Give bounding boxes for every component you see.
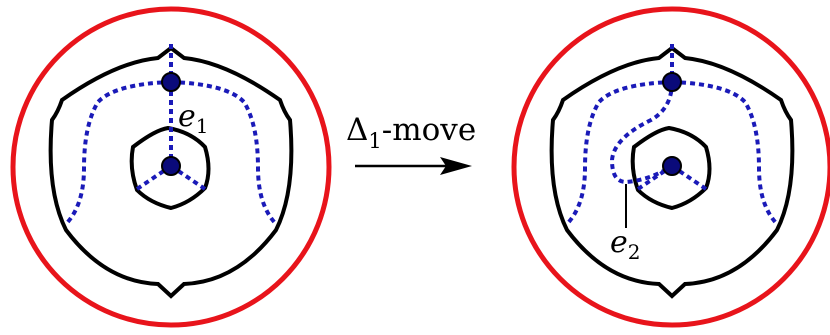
left-edge-label: e1 [178,99,209,138]
left-edge-arc-left [64,80,172,226]
right-shield-boundary [549,45,795,299]
left-center-vertex [161,156,181,176]
right-edge-label: e2 [610,225,641,264]
left-edge-label-var: e [178,99,196,134]
left-figure: e1 [10,6,332,328]
left-top-vertex [161,72,181,92]
right-edge-label-sub: 2 [628,240,641,264]
move-label-suffix: -move [382,112,476,148]
right-dotted-edges [565,44,779,226]
move-arrow-group: Δ1-move [346,112,476,175]
left-inner-spoke-right [169,164,207,191]
move-label-subscript: 1 [368,129,381,153]
right-figure: e2 [511,6,830,328]
left-outer-circle [10,6,332,328]
move-label-symbol: Δ [346,112,368,148]
left-edge-arc-right [170,80,278,226]
right-inner-spoke-right [670,164,708,191]
right-edge-e2 [609,81,674,185]
right-center-vertex [662,156,682,176]
right-edge-arc-left [565,80,673,226]
right-top-vertex [662,72,682,92]
right-outer-circle [511,6,830,328]
right-arrow-icon [355,157,472,175]
left-shield-boundary [48,45,294,299]
right-edge-label-var: e [610,225,628,260]
move-label: Δ1-move [346,112,476,153]
left-inner-spoke-left [135,164,173,191]
left-dotted-edges [64,44,278,226]
right-inner-spoke-left [636,164,674,191]
right-edge-arc-right [671,80,779,226]
left-edge-label-sub: 1 [196,114,209,138]
